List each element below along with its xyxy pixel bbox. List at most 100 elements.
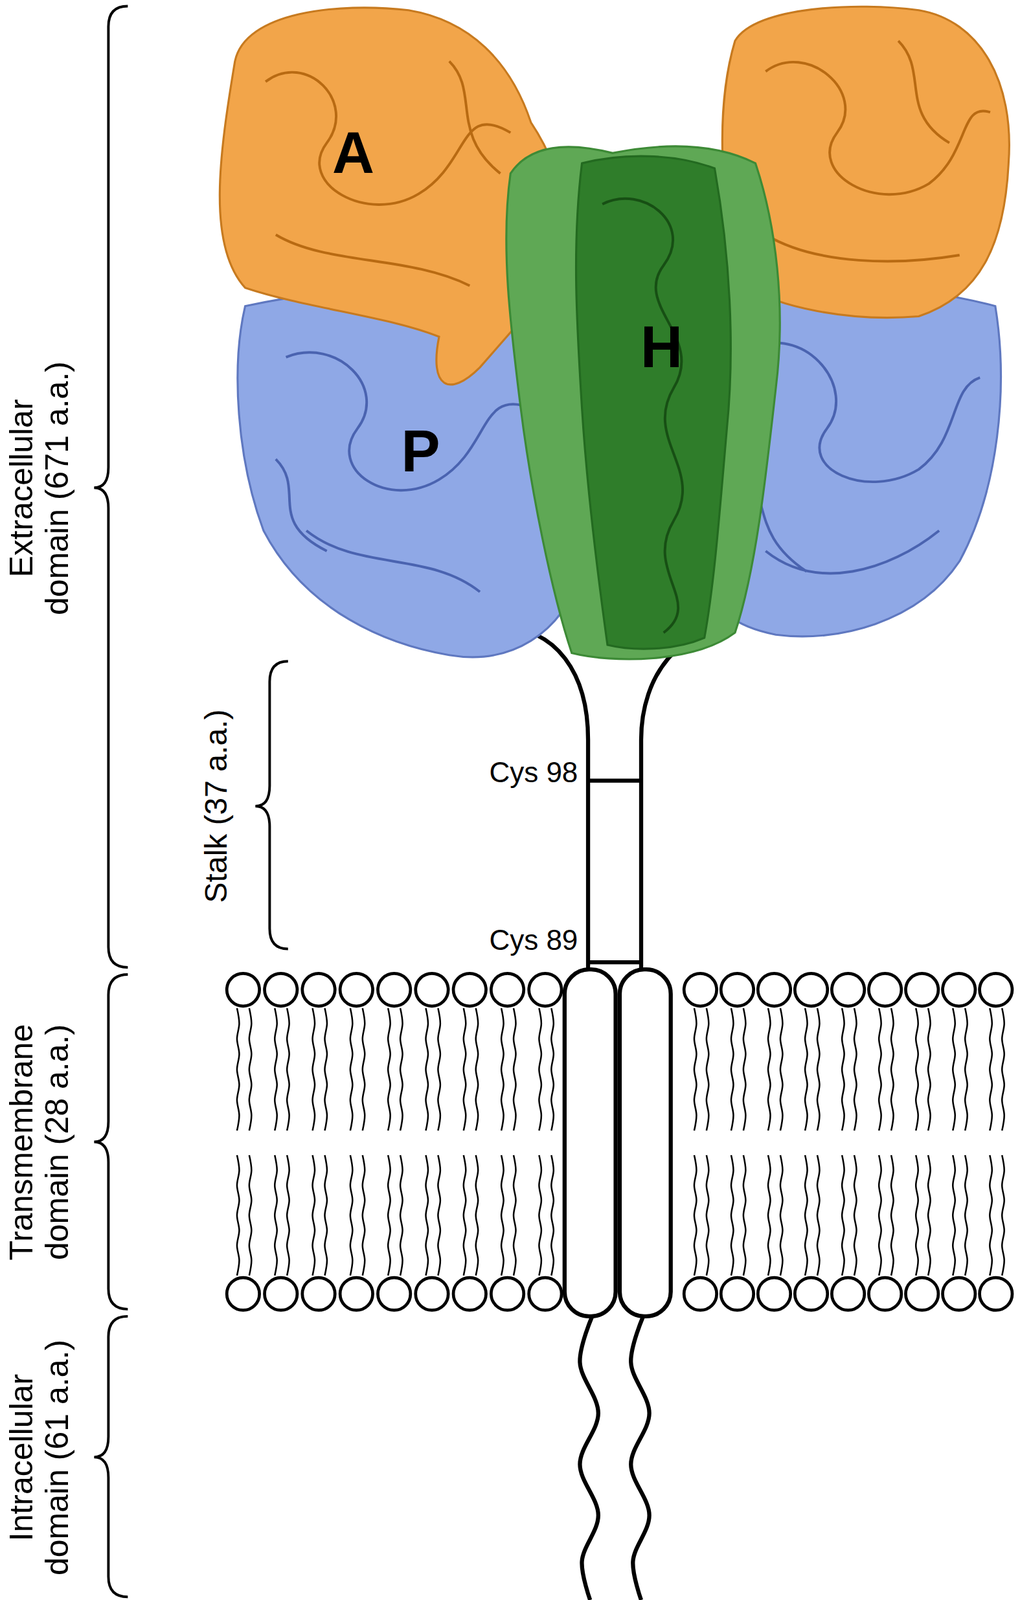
domain-label: Intracellular domain (61 a.a.): [3, 1320, 76, 1596]
lipid-tail: [768, 1155, 771, 1276]
lipid-tail: [780, 1008, 783, 1131]
lipid-head: [720, 973, 754, 1006]
lipid-tail: [362, 1155, 365, 1276]
lipid-tail: [694, 1008, 697, 1131]
lipid-head: [490, 1277, 524, 1311]
lipid-tail: [513, 1155, 516, 1276]
lipid-tail: [989, 1155, 992, 1276]
lipid-tail: [1001, 1008, 1004, 1131]
lipid-head: [794, 1277, 828, 1311]
lipid-head: [979, 973, 1013, 1006]
lipid-tail: [249, 1155, 252, 1276]
lipid-tail: [513, 1008, 516, 1131]
lipid-head: [226, 973, 260, 1006]
lipid-head: [264, 973, 297, 1006]
lipid-head: [683, 1277, 717, 1311]
lipid-tail: [237, 1008, 239, 1131]
lipid-tail: [878, 1155, 881, 1276]
lipid-tail: [817, 1008, 820, 1131]
lipid-head: [757, 973, 791, 1006]
lipid-tail: [501, 1008, 504, 1131]
protein-surface: [219, 6, 1009, 660]
lipid-tail: [915, 1155, 918, 1276]
lipid-tail: [387, 1008, 390, 1131]
lipid-head: [377, 973, 410, 1006]
domain-label: Extracellular domain (671 a.a.): [3, 350, 76, 626]
lipid-tail: [706, 1008, 709, 1131]
cytoplasmic-tail: [579, 1316, 598, 1600]
lipid-tail: [425, 1155, 428, 1276]
lipid-tail: [854, 1008, 857, 1131]
lipid-tail: [476, 1008, 478, 1131]
lipid-tail: [400, 1155, 403, 1276]
lipid-tail: [350, 1155, 353, 1276]
lipid-tail: [463, 1155, 466, 1276]
lipid-tail: [804, 1155, 807, 1276]
residue-label: Cys 98: [488, 756, 578, 789]
lipid-tail: [538, 1008, 541, 1131]
lipid-tail: [706, 1155, 709, 1276]
lipid-tail: [274, 1155, 277, 1276]
lipid-head: [757, 1277, 791, 1311]
lipid-tail: [731, 1008, 734, 1131]
lipid-tail: [463, 1008, 466, 1131]
lipid-head: [377, 1277, 410, 1311]
lipid-head: [529, 1277, 562, 1311]
lipid-tail: [964, 1008, 967, 1131]
lipid-head: [453, 973, 486, 1006]
lipid-tail: [878, 1008, 881, 1131]
lipid-tail: [804, 1008, 807, 1131]
lipid-tail: [928, 1155, 930, 1276]
lipid-head: [868, 973, 901, 1006]
lipid-tail: [538, 1155, 541, 1276]
lipid-tail: [989, 1008, 992, 1131]
lipid-tail: [915, 1008, 918, 1131]
lipid-tail: [768, 1008, 771, 1131]
domain-letter: A: [332, 119, 375, 187]
lipid-tail: [952, 1008, 955, 1131]
lipid-tail: [928, 1008, 930, 1131]
lipid-tail: [437, 1008, 440, 1131]
lipid-tail: [324, 1008, 327, 1131]
lipid-tail: [312, 1008, 315, 1131]
lipid-tail: [731, 1155, 734, 1276]
lipid-head: [302, 973, 335, 1006]
lipid-tail: [425, 1008, 428, 1131]
lipid-head: [905, 1277, 938, 1311]
lipid-tail: [324, 1155, 327, 1276]
lipid-head: [720, 1277, 754, 1311]
domain-label: Transmembrane domain (28 a.a.): [3, 1005, 76, 1281]
lipid-head: [683, 973, 717, 1006]
lipid-tail: [387, 1155, 390, 1276]
lipid-tail: [350, 1008, 353, 1131]
domain-letter: P: [401, 417, 441, 485]
lipid-head: [831, 1277, 864, 1311]
lipid-tail: [841, 1155, 844, 1276]
lipid-head: [340, 1277, 373, 1311]
lipid-tail: [854, 1155, 857, 1276]
lipid-head: [905, 973, 938, 1006]
lipid-tail: [1001, 1155, 1004, 1276]
lipid-tail: [817, 1155, 820, 1276]
lipid-head: [453, 1277, 486, 1311]
residue-label: Cys 89: [488, 924, 578, 957]
lipid-head: [979, 1277, 1013, 1311]
lipid-tail: [891, 1008, 894, 1131]
lipid-head: [831, 973, 864, 1006]
lipid-head: [868, 1277, 901, 1311]
lipid-head: [490, 973, 524, 1006]
lipid-tail: [400, 1008, 403, 1131]
lipid-tail: [501, 1155, 504, 1276]
lipid-head: [226, 1277, 260, 1311]
lipid-head: [340, 973, 373, 1006]
lipid-tail: [780, 1155, 783, 1276]
lipid-tail: [437, 1155, 440, 1276]
lipid-head: [415, 973, 449, 1006]
region-label: Stalk (37 a.a.): [199, 674, 234, 939]
intracellular-tails: [579, 1316, 649, 1600]
lipid-tail: [476, 1155, 478, 1276]
lipid-tail: [551, 1008, 554, 1131]
lipid-tail: [551, 1155, 554, 1276]
lipid-head: [264, 1277, 297, 1311]
